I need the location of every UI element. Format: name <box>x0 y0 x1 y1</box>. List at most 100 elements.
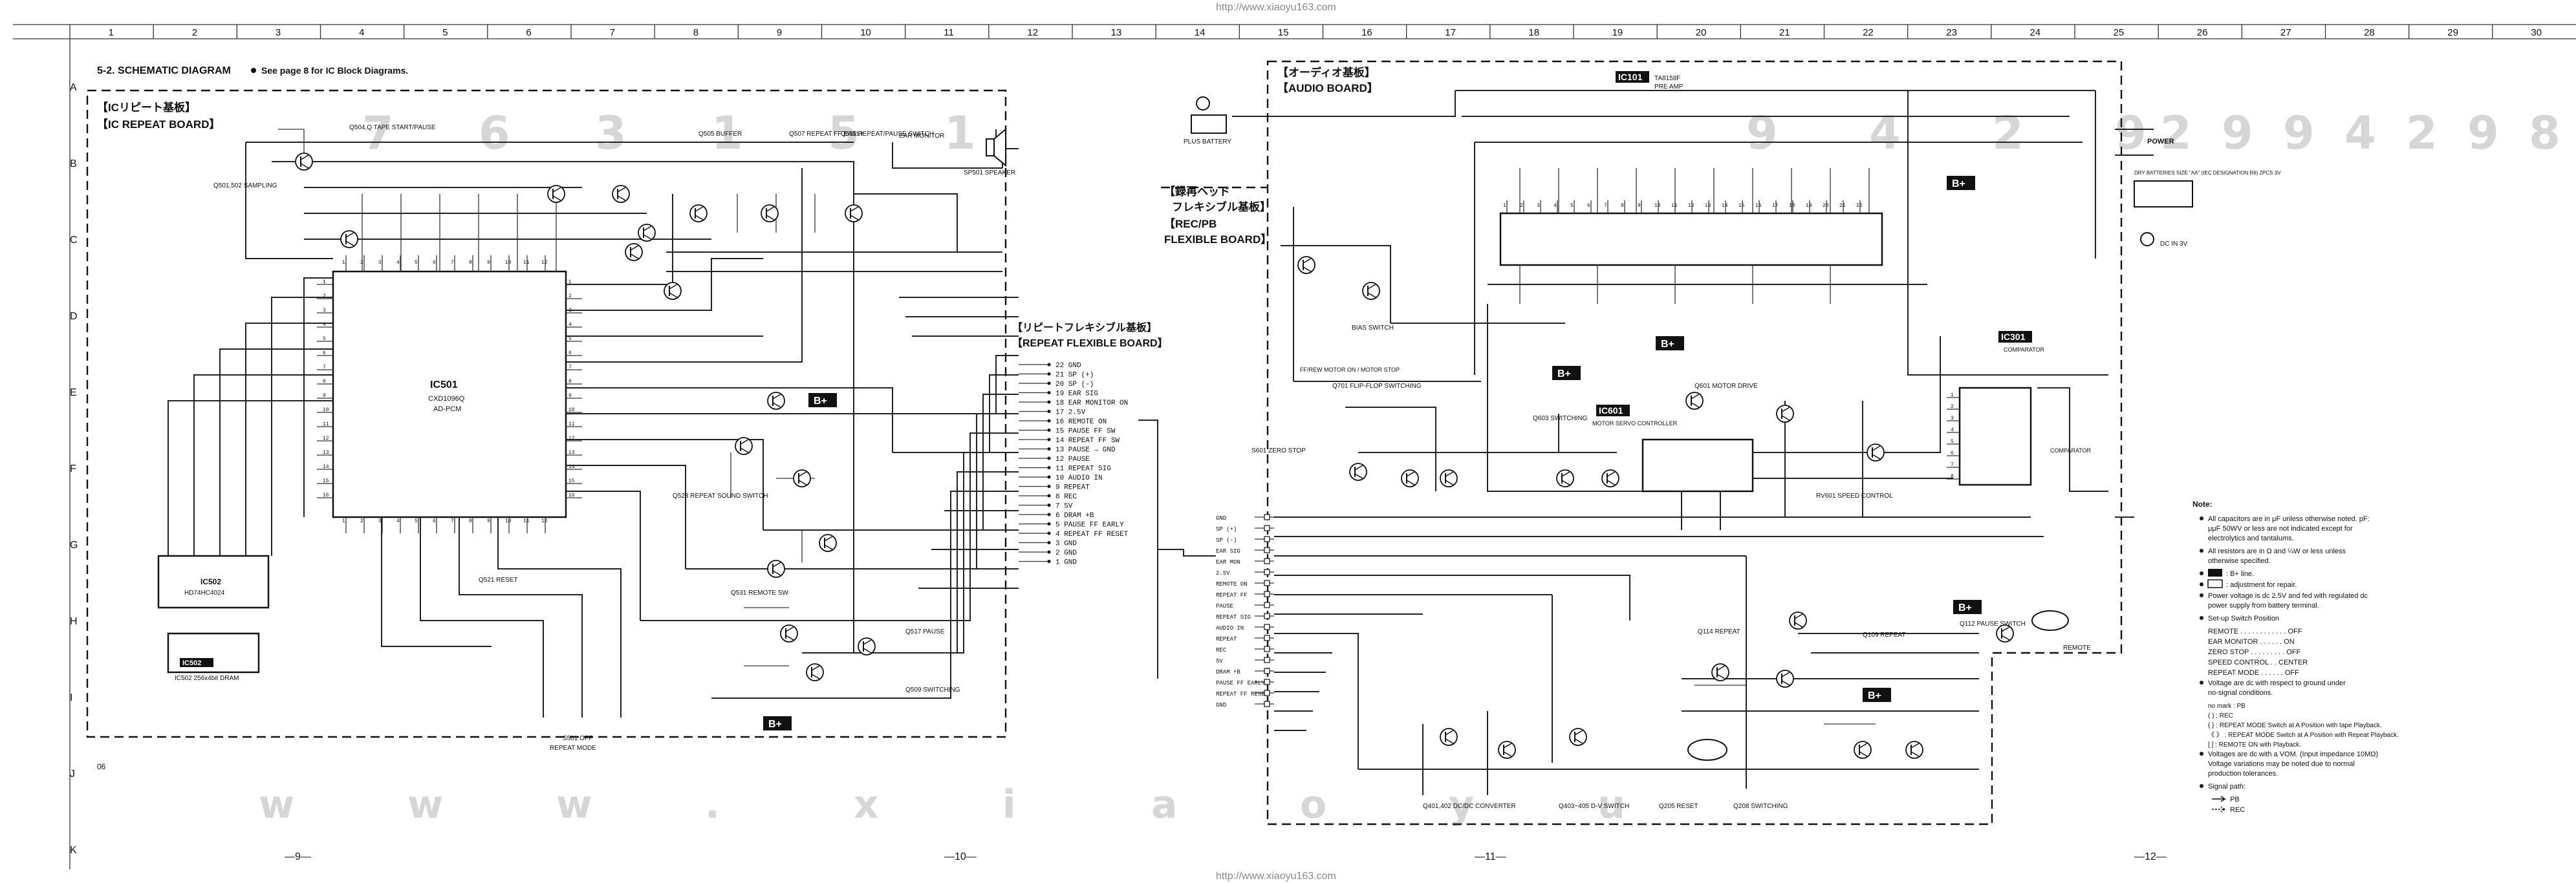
watermark-glyph: w <box>556 782 592 827</box>
grid-column-label: 1 <box>109 27 114 38</box>
page-number: —11— <box>1475 851 1506 862</box>
svg-text:4: 4 <box>568 322 572 328</box>
audio-board-jp-label: 【オーディオ基板】 <box>1277 66 1376 79</box>
flex-pin-label: 16 REMOTE ON <box>1055 418 1107 426</box>
repeat-sound-label: Q523 REPEAT SOUND SWITCH <box>673 493 768 500</box>
ic301-label: IC301 <box>2001 332 2026 342</box>
svg-text:5: 5 <box>1951 439 1954 445</box>
svg-text:8: 8 <box>1621 203 1624 209</box>
power-label: POWER <box>2147 138 2174 145</box>
ic101-chip <box>1499 212 1883 266</box>
header: 5-2. SCHEMATIC DIAGRAM See page 8 for IC… <box>97 65 408 76</box>
dc-converter-label: Q401,402 DC/DC CONVERTER <box>1423 803 1516 810</box>
repeat-pause-label: Q511 REPEAT/PAUSE SWITCH <box>841 131 934 138</box>
repeat3-label: Q109 REPEAT <box>1863 632 1906 639</box>
svg-text:7: 7 <box>451 260 454 266</box>
note-line: EAR MONITOR . . . . . . ON <box>2208 638 2295 646</box>
b-plus-badge <box>763 716 792 730</box>
svg-text:5: 5 <box>323 336 326 342</box>
grid-column-label: 25 <box>2114 27 2125 38</box>
motor-drive-label: Q601 MOTOR DRIVE <box>1694 383 1758 390</box>
grid-column-label: 19 <box>1612 27 1623 38</box>
reset2-label: Q205 RESET <box>1659 803 1698 810</box>
bias-switch-label: BIAS SWITCH <box>1352 324 1394 332</box>
b-plus-text: B+ <box>768 719 782 730</box>
ic502-chip <box>157 555 270 609</box>
grid-column-label: 11 <box>944 27 954 38</box>
svg-text:10: 10 <box>505 518 512 524</box>
note-item: : adjustment for repair. <box>2226 581 2297 589</box>
svg-text:3: 3 <box>323 308 326 314</box>
plus-battery-label: PLUS BATTERY <box>1184 138 1231 145</box>
grid-column-label: 27 <box>2280 27 2291 38</box>
cn-pin-label: PAUSE FF EARLY <box>1216 680 1265 686</box>
svg-text:4: 4 <box>396 260 400 266</box>
grid-column-label: 21 <box>1779 27 1790 38</box>
note-item: : B+ line. <box>2226 570 2254 578</box>
svg-text:14: 14 <box>1722 203 1728 209</box>
ic101-function: PRE AMP <box>1654 83 1683 90</box>
watermark-glyph: 5 <box>828 107 860 160</box>
grid-column-label: 3 <box>276 27 281 38</box>
watermark-glyph: 4 <box>2344 107 2376 160</box>
b-plus-badge <box>1953 600 1982 614</box>
recpb-en-label-1: 【REC/PB <box>1164 217 1217 230</box>
svg-text:11: 11 <box>523 260 530 266</box>
svg-text:6: 6 <box>1951 451 1954 456</box>
watermark-url-top: http://www.xiaoyu163.com <box>1216 2 1336 13</box>
b-plus-badge <box>1947 176 1975 190</box>
repeat-flex-en-label: 【REPEAT FLEXIBLE BOARD】 <box>1012 337 1168 349</box>
svg-text:6: 6 <box>323 350 326 356</box>
cn-pin-label: SP (+) <box>1216 526 1237 533</box>
flex-pin-label: 20 SP (-) <box>1055 381 1094 388</box>
cn-pin-label: GND <box>1216 702 1226 708</box>
note-line: ZERO STOP . . . . . . . . . OFF <box>2208 648 2301 656</box>
svg-text:2: 2 <box>1520 203 1523 209</box>
cn-pin-label: PAUSE <box>1216 603 1233 610</box>
cn-pin-label: REC <box>1216 647 1227 654</box>
svg-text:8: 8 <box>323 379 326 385</box>
cn-pin-label: GND <box>1216 515 1226 522</box>
svg-text:12: 12 <box>1688 203 1694 209</box>
b-plus-badge <box>1552 366 1581 380</box>
watermark-glyph: u <box>1597 782 1625 827</box>
cn-pin-label: REPEAT FF <box>1216 592 1248 599</box>
svg-text:8: 8 <box>469 518 472 524</box>
ic101-label: IC101 <box>1618 72 1643 82</box>
ic301-chip <box>1958 387 2032 486</box>
watermark-glyph: x <box>854 782 879 827</box>
repeat-ff-early-label: Q507 REPEAT FF EARLY <box>789 131 864 138</box>
grid-column-label: 26 <box>2197 27 2208 38</box>
speaker-label: SP501 SPEAKER <box>964 169 1015 176</box>
watermark-glyph: . <box>705 782 720 827</box>
ic502-dram-badge <box>180 658 213 667</box>
svg-text:2: 2 <box>568 293 572 299</box>
svg-text:10: 10 <box>568 407 575 413</box>
svg-text:11: 11 <box>323 421 329 427</box>
cn-pin-label: EAR SIG <box>1216 548 1240 555</box>
watermark-glyph: 6 <box>479 107 510 160</box>
flex-pin-label: 2 GND <box>1055 549 1077 557</box>
audio-board-en-label: 【AUDIO BOARD】 <box>1277 81 1378 94</box>
dc-in-label: DC IN 3V <box>2160 240 2188 248</box>
page-number: —9— <box>285 851 311 862</box>
b-plus-text: B+ <box>1958 602 1972 613</box>
watermark-glyph: 2 <box>2160 107 2192 160</box>
battery-box <box>2134 180 2193 207</box>
note-line: 《 》 : REPEAT MODE Switch at A Position w… <box>2208 731 2399 739</box>
tape-head-icon <box>1687 739 1727 761</box>
switching-label: Q509 SWITCHING <box>905 686 960 694</box>
watermark-glyph: 2 <box>2406 107 2438 160</box>
audio-board-transistors <box>1297 256 2014 759</box>
repeat-mode-label: REPEAT MODE <box>550 745 596 752</box>
b-plus-text: B+ <box>814 396 827 407</box>
tape-head-icon <box>2031 610 2069 631</box>
ic501-label: IC501 <box>430 379 458 390</box>
b-plus-text: B+ <box>1952 178 1965 189</box>
grid-column-label: 22 <box>1863 27 1874 38</box>
svg-text:9: 9 <box>323 393 326 399</box>
svg-text:9: 9 <box>487 518 490 524</box>
flex-pin-label: 13 PAUSE → GND <box>1055 447 1116 454</box>
